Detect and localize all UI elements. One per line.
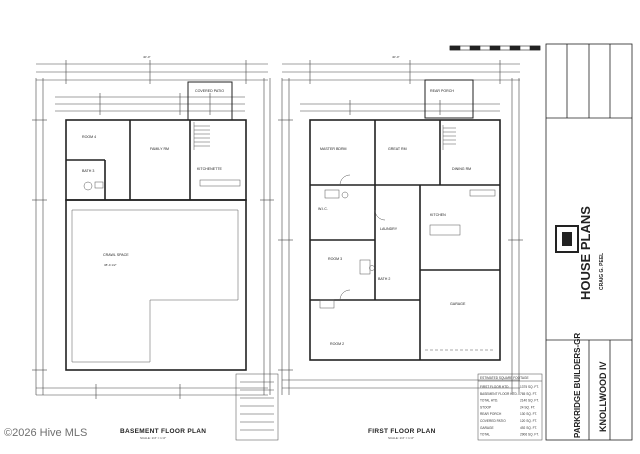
model-name: KNOLLWOOD IV — [598, 362, 608, 433]
garage-label: GARAGE — [450, 302, 466, 306]
project-name: PARKRIDGE BUILDERS-GR — [573, 333, 582, 438]
bath-2-label: BATH 2 — [378, 277, 390, 281]
crawl-dimension: 38'-9 1/2" — [104, 263, 117, 267]
footage-row-label: FIRST FLOOR HTD. — [480, 385, 509, 389]
footage-row-value: 1375 SQ. FT. — [520, 385, 539, 389]
company-name: HOUSE PLANS — [578, 206, 593, 300]
basement-scale: SCALE: 1/4" = 1'-0" — [140, 436, 167, 440]
basement-plan-caption: BASEMENT FLOOR PLAN — [120, 428, 207, 435]
room-4-label: ROOM 4 — [82, 135, 96, 139]
laundry-label: LAUNDRY — [380, 227, 398, 231]
footage-row-label: REAR PORCH — [480, 412, 502, 416]
room-3-label: ROOM 3 — [328, 257, 342, 261]
footage-row-value: 24 SQ. FT. — [520, 405, 535, 409]
footage-row-value: 130 SQ. FT. — [520, 412, 537, 416]
family-room-label: FAMILY RM — [150, 147, 169, 151]
master-bedroom-label: MASTER BDRM — [320, 147, 347, 151]
footage-row-value: 120 SQ. FT. — [520, 419, 537, 423]
first-floor-plan-caption: FIRST FLOOR PLAN — [368, 428, 436, 435]
footage-heading: ESTIMATED SQUARE FOOTAGE — [480, 376, 529, 380]
house-plans-logo — [555, 225, 579, 253]
bath-3-label: BATH 3 — [82, 169, 94, 173]
footage-row-label: TOTAL HTD. — [480, 399, 498, 403]
room-2-label: ROOM 2 — [330, 342, 344, 346]
great-room-label: GREAT RM — [388, 147, 407, 151]
first-floor-scale: SCALE: 1/4" = 1'-0" — [388, 436, 415, 440]
footage-row-label: GARAGE — [480, 426, 494, 430]
footage-row-label: BASEMENT FLOOR HTD. — [480, 392, 518, 396]
kitchenette-label: KITCHENETTE — [197, 167, 223, 171]
footage-row-label: STOOP — [480, 405, 491, 409]
footage-row-label: COVERED PATIO — [480, 419, 506, 423]
kitchen-label: KITCHEN — [430, 213, 446, 217]
overall-dimension-first: 40'-0" — [392, 55, 400, 59]
rear-porch-label: REAR PORCH — [430, 89, 454, 93]
footage-row-value: 492 SQ. FT. — [520, 426, 537, 430]
designer-name: CRAIG G. PEEL — [599, 253, 605, 290]
dining-room-label: DINING RM — [452, 167, 471, 171]
footage-row-label: TOTAL — [480, 433, 490, 437]
footage-row-value: 2906 SQ. FT. — [520, 433, 539, 437]
footage-row-value: 2140 SQ. FT. — [520, 399, 539, 403]
footage-row-value: 765 SQ. FT. — [520, 392, 537, 396]
overall-dimension-basement: 40'-0" — [143, 55, 151, 59]
crawl-space-label: CRAWL SPACE — [103, 253, 129, 257]
wic-label: W.I.C. — [318, 207, 328, 211]
mls-watermark: ©2026 Hive MLS — [4, 427, 88, 439]
covered-patio-label: COVERED PATIO — [195, 89, 224, 93]
footage-table: FIRST FLOOR HTD. 1375 SQ. FT.BASEMENT FLO… — [480, 385, 539, 437]
